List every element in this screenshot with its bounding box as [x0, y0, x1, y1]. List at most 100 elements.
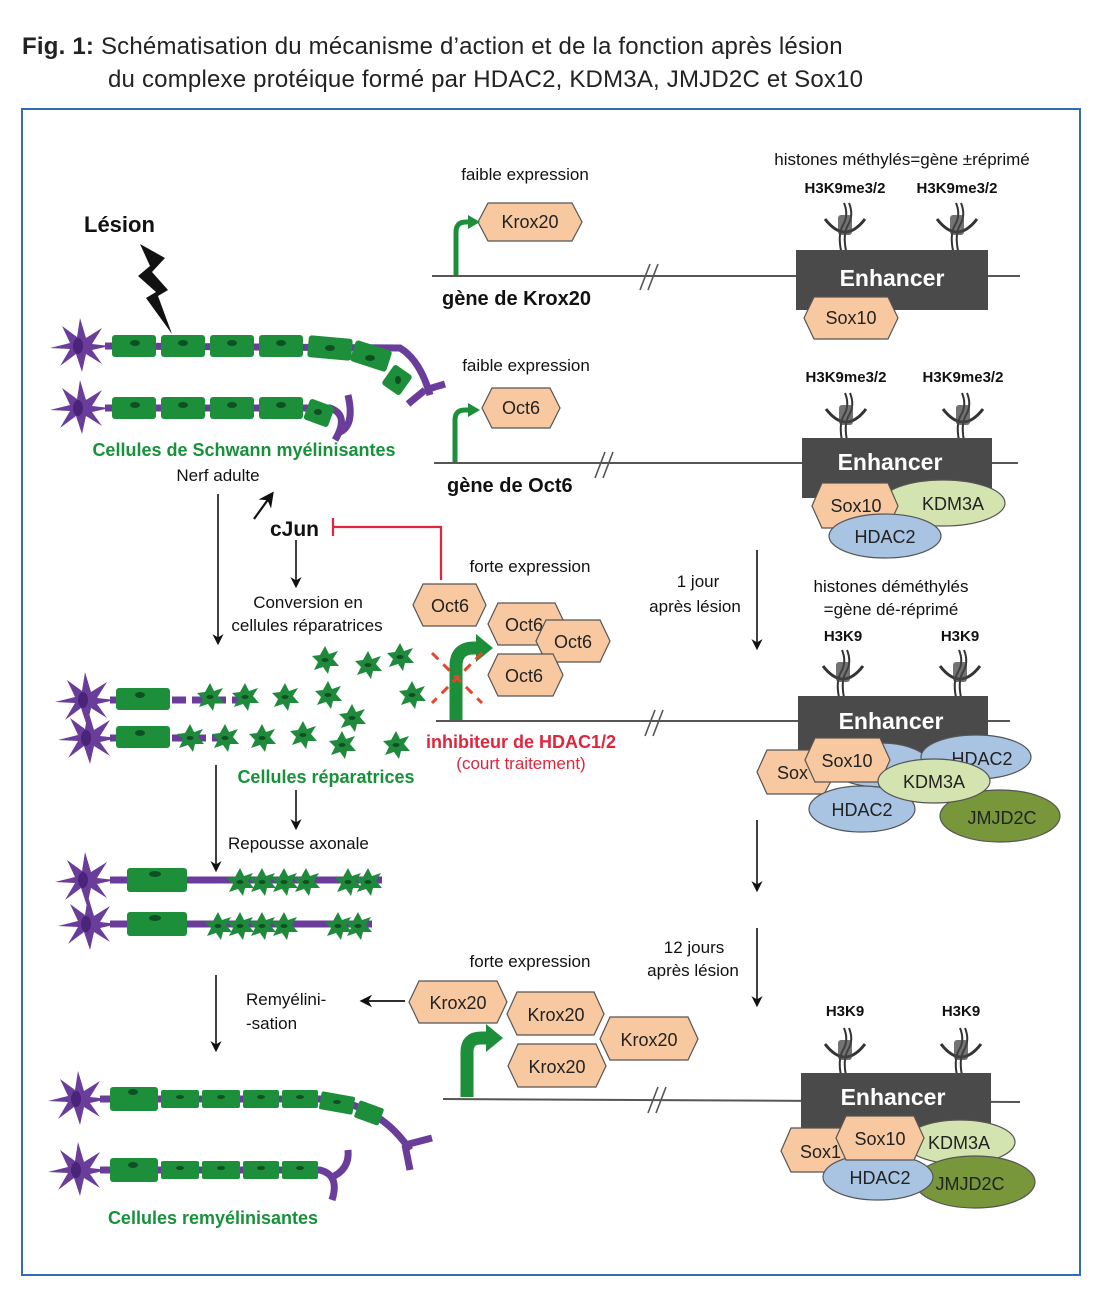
remyelination-line-1: Remyélini- — [246, 990, 326, 1009]
break-mark — [644, 709, 664, 737]
histone-mark-1: H3K9 — [824, 628, 862, 645]
protein-label: KDM3A — [922, 494, 984, 514]
figure-frame — [21, 108, 1081, 1276]
break-mark — [639, 263, 659, 291]
protein-label: Sox10 — [854, 1129, 905, 1149]
protein-label: KDM3A — [928, 1133, 990, 1153]
protein-label: HDAC2 — [854, 527, 915, 547]
figure-label: Fig. 1: — [22, 33, 95, 60]
enhancer-label: Enhancer — [840, 265, 945, 291]
protein-oct6 — [412, 583, 487, 627]
protein-krox20 — [506, 991, 605, 1036]
histone-mark-1: H3K9me3/2 — [806, 369, 887, 386]
axon-regrowth-label: Repousse axonale — [228, 834, 369, 853]
gene-name: gène de Krox20 — [442, 288, 591, 310]
protein-label: HDAC2 — [849, 1168, 910, 1188]
protein-label: Oct6 — [505, 666, 543, 686]
break-mark — [647, 1086, 667, 1114]
protein-label: Sox10 — [825, 308, 876, 328]
protein-label: Sox10 — [830, 496, 881, 516]
histone-status-1: histones déméthylés — [814, 577, 969, 596]
panel-oct6-low: faible expression Oct6 gène de Oct6 H3K9… — [434, 356, 1018, 559]
protein-sox10 — [835, 1115, 925, 1161]
oct6-inhibits-cjun — [331, 518, 443, 580]
protein-label: Krox20 — [501, 212, 558, 232]
protein-kdm3a — [877, 758, 991, 804]
histone-status-2: =gène dé-réprimé — [824, 600, 959, 619]
protein-label: Sox — [777, 763, 808, 783]
histone-mark-1: H3K9 — [826, 1003, 864, 1020]
protein-hdac2 — [808, 785, 916, 833]
protein-label: JMJD2C — [967, 808, 1036, 828]
protein-sox10 — [803, 296, 899, 340]
time-label-1: 1 jour — [677, 572, 720, 591]
panel-krox20-low: faible expression Krox20 gène de Krox20 … — [432, 150, 1030, 340]
protein-sox10 — [804, 737, 891, 783]
protein-label: Krox20 — [528, 1057, 585, 1077]
remyelinated-axon-1 — [48, 1071, 433, 1171]
time-label-2: après lésion — [649, 597, 741, 616]
tss-arrow-icon — [460, 1031, 488, 1097]
nucleosome-icon — [935, 201, 979, 257]
expression-label: forte expression — [470, 557, 591, 576]
caption-line-1: Fig. 1: Schématisation du mécanisme d’ac… — [22, 30, 863, 63]
protein-krox20 — [408, 980, 508, 1024]
protein-label: Oct6 — [554, 632, 592, 652]
histone-mark-2: H3K9 — [942, 1003, 980, 1020]
inhibitor-treatment: (court traitement) — [456, 754, 585, 773]
myelinated-axon-2 — [50, 380, 354, 442]
time-label-2: après lésion — [647, 961, 739, 980]
expression-label: faible expression — [462, 356, 590, 375]
protein-label: Oct6 — [431, 596, 469, 616]
lightning-icon — [138, 244, 172, 334]
cjun-label: cJun — [270, 518, 319, 541]
protein-label: JMJD2C — [935, 1174, 1004, 1194]
histone-mark-1: H3K9me3/2 — [805, 180, 886, 197]
adult-nerve-label: Nerf adulte — [176, 466, 259, 485]
repair-cells-label: Cellules réparatrices — [237, 767, 414, 787]
conversion-line-1: Conversion en — [253, 593, 363, 612]
caption-text-1: Schématisation du mécanisme d’action et … — [100, 33, 843, 60]
gene-name: gène de Oct6 — [447, 475, 573, 497]
figure-caption: Fig. 1: Schématisation du mécanisme d’ac… — [22, 30, 863, 96]
remyelinated-axon-2 — [48, 1142, 352, 1202]
protein-hdac2 — [828, 513, 942, 559]
protein-label: HDAC2 — [831, 800, 892, 820]
nucleosome-icon — [823, 201, 867, 257]
protein-label: KDM3A — [903, 772, 965, 792]
regrowing-axons — [55, 852, 382, 950]
panel-oct6-high: forte expression Oct6 Oct6 Oct6 Oct6 inh… — [412, 550, 1061, 843]
protein-oct6 — [487, 653, 564, 697]
protein-label: Sox1 — [800, 1142, 841, 1162]
caption-text-2: du complexe protéique formé par HDAC2, K… — [108, 66, 864, 93]
histone-status: histones méthylés=gène ±réprimé — [774, 150, 1030, 169]
enhancer-label: Enhancer — [839, 708, 944, 734]
expression-label: forte expression — [470, 952, 591, 971]
blocked-cross-icon — [430, 651, 484, 705]
protein-label: Oct6 — [505, 615, 543, 635]
myelinated-axon-1 — [50, 318, 447, 407]
time-label-1: 12 jours — [664, 938, 724, 957]
protein-label: Oct6 — [502, 398, 540, 418]
expression-label: faible expression — [461, 165, 589, 184]
protein-jmjd2c — [939, 789, 1061, 843]
enhancer-label: Enhancer — [838, 449, 943, 475]
panel-krox20-high: forte expression Krox20 Krox20 Krox20 Kr… — [408, 928, 1036, 1209]
histone-mark-2: H3K9me3/2 — [917, 180, 998, 197]
protein-label: Sox10 — [821, 751, 872, 771]
tss-arrow-icon — [449, 641, 478, 720]
lesion-label: Lésion — [84, 212, 155, 237]
remyelinating-cells-label: Cellules remyélinisantes — [108, 1208, 318, 1228]
histone-mark-2: H3K9 — [941, 628, 979, 645]
enhancer-label: Enhancer — [841, 1084, 946, 1110]
protein-label: Krox20 — [620, 1030, 677, 1050]
tss-arrow-icon — [452, 407, 470, 463]
protein-label: Krox20 — [429, 993, 486, 1013]
remyelination-line-2: -sation — [246, 1014, 297, 1033]
protein-krox20 — [477, 202, 583, 242]
break-mark — [594, 451, 614, 479]
tss-arrow-icon — [453, 219, 470, 276]
degenerating-axons — [55, 672, 250, 764]
protein-krox20 — [599, 1016, 699, 1061]
